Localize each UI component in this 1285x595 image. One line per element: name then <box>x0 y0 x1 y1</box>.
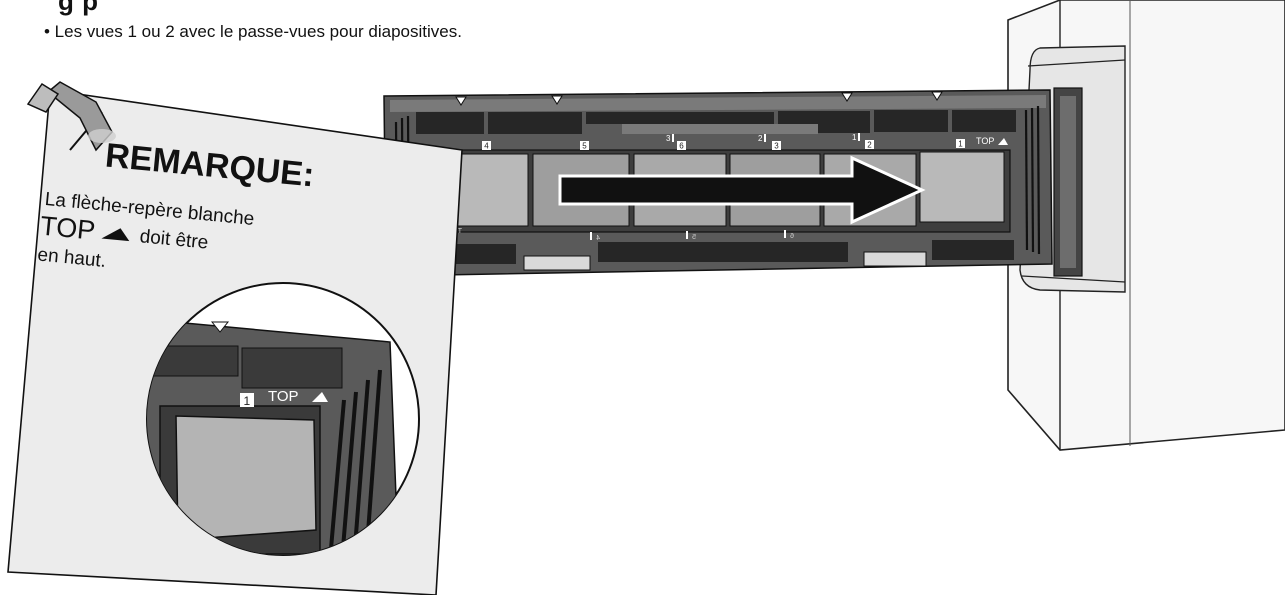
mark-5: 5 <box>692 234 696 241</box>
pushpin-icon <box>26 81 116 152</box>
top-arrow-icon <box>998 138 1008 145</box>
zoom-top-arrow-icon <box>312 392 328 402</box>
frame-number-6: 6 <box>679 142 684 151</box>
mark-3: 3 <box>666 134 671 143</box>
insert-direction-arrow-icon <box>558 155 926 225</box>
frame-number-5: 5 <box>582 142 587 151</box>
frame-number-4: 4 <box>484 142 489 151</box>
frame-number-row-top: 4 5 6 3 2 1 <box>482 139 965 151</box>
top-label: TOP <box>976 136 994 146</box>
frame-number-3: 3 <box>774 142 779 151</box>
mark-4: 4 <box>596 235 600 242</box>
mark-6: 6 <box>790 233 794 240</box>
frame-number-1: 1 <box>958 140 963 149</box>
slide-holder: 4 5 6 3 2 1 3 2 1 TOP TOP 4 5 6 <box>383 89 1053 277</box>
top-arrow-icon <box>101 228 130 242</box>
zoom-top-label: TOP <box>268 388 299 405</box>
note-line-2-top: TOP <box>39 211 97 246</box>
frame-number-2: 2 <box>867 141 872 150</box>
section-heading: g p <box>58 0 99 16</box>
position-marks-top: 3 2 1 <box>666 133 860 143</box>
bullet-instruction: • Les vues 1 ou 2 avec le passe-vues pou… <box>44 22 462 41</box>
zoom-frame-number: 1 <box>244 394 251 408</box>
mark-2: 2 <box>758 134 763 143</box>
mark-1: 1 <box>852 133 857 142</box>
